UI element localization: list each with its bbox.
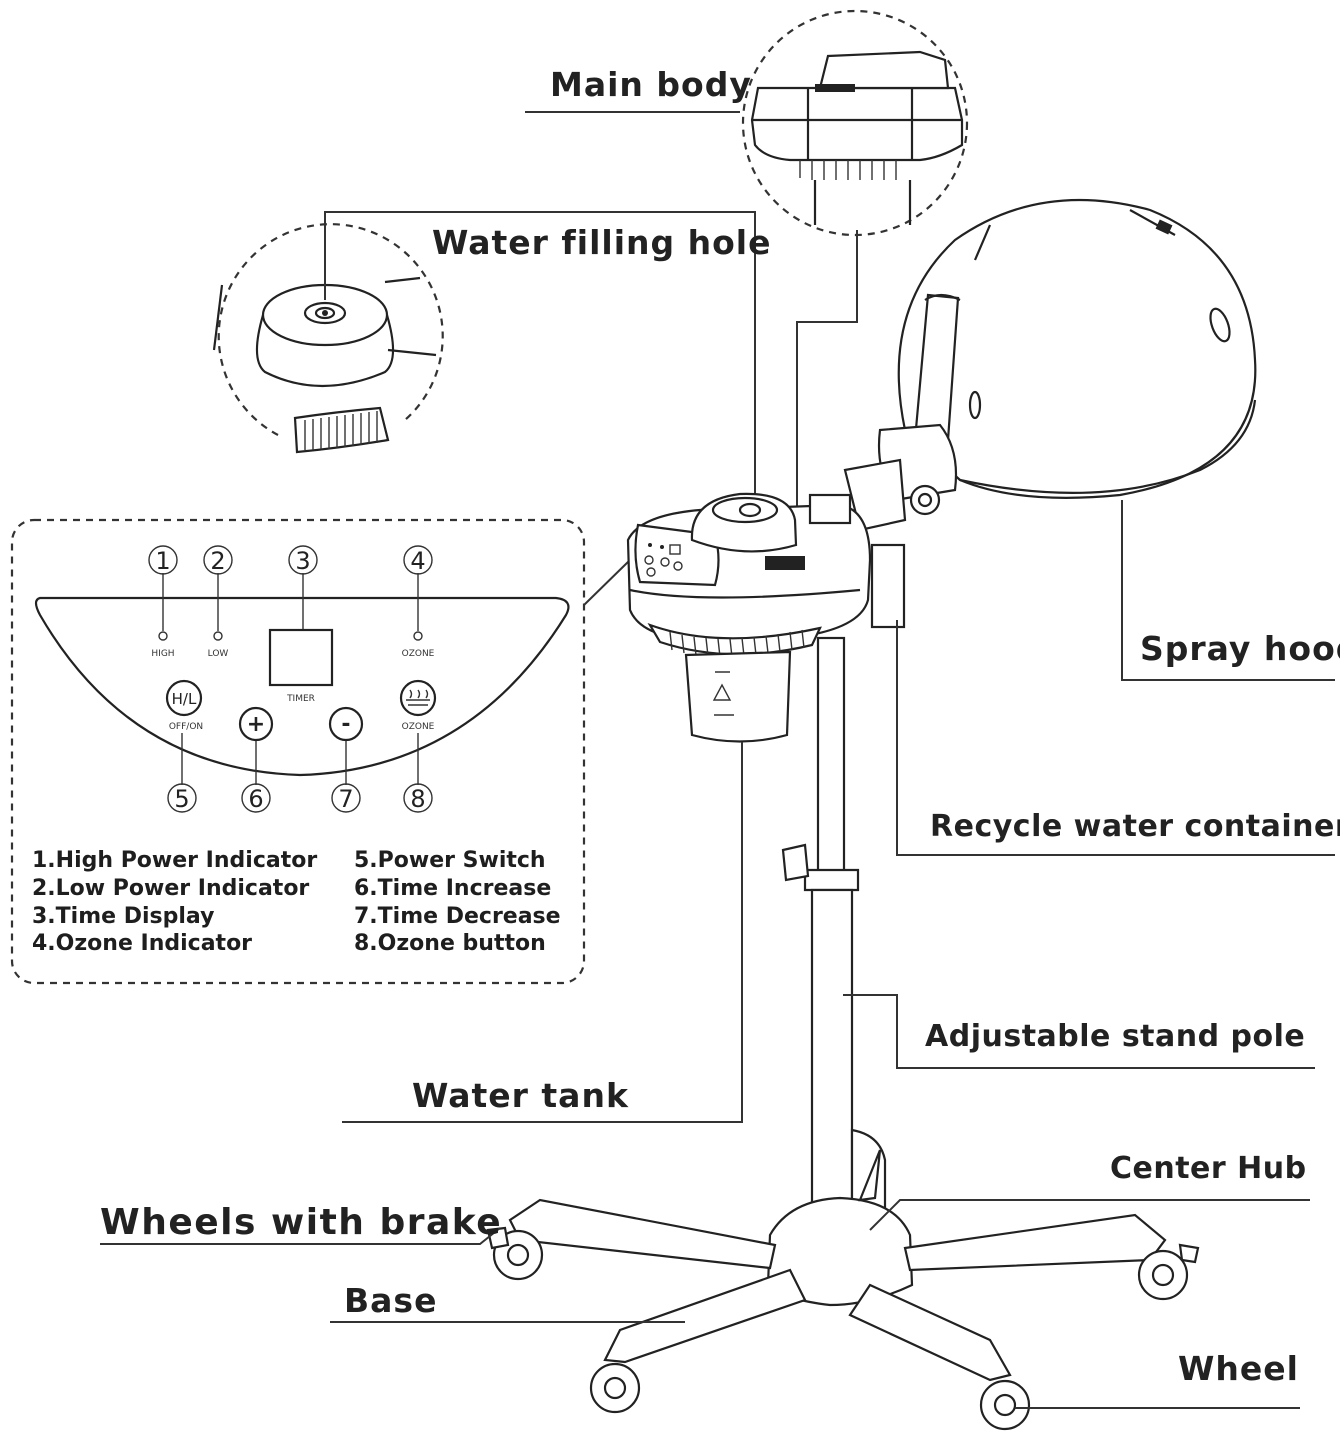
- low-led-label: LOW: [208, 649, 229, 659]
- label-wheel: Wheel: [1178, 1349, 1299, 1388]
- svg-text:5: 5: [174, 785, 189, 813]
- label-water-tank: Water tank: [412, 1076, 629, 1115]
- legend-item-4: 4.Ozone Indicator: [32, 931, 252, 956]
- label-adjustable-stand-pole: Adjustable stand pole: [925, 1019, 1305, 1054]
- legend-item-6: 6.Time Increase: [354, 876, 551, 901]
- callout-number-6: 6: [241, 783, 271, 813]
- legend-item-7: 7.Time Decrease: [354, 904, 561, 929]
- legend-item-8: 8.Ozone button: [354, 931, 546, 956]
- high-indicator-led: [158, 631, 168, 641]
- callout-number-3: 3: [288, 545, 318, 575]
- center-hub-leader: [869, 1199, 1310, 1231]
- control-panel-callout-border: [10, 518, 586, 985]
- off-on-label: OFF/ON: [169, 722, 203, 732]
- wheel-right-drawing: [1137, 1243, 1200, 1301]
- svg-text:6: 6: [248, 785, 263, 813]
- control-panel-outline: [34, 596, 570, 777]
- wheel-front-right-drawing: [979, 1379, 1031, 1431]
- label-center-hub: Center Hub: [1110, 1151, 1307, 1186]
- label-recycle-water-container: Recycle water container: [930, 809, 1340, 844]
- adjustable-stand-pole-leader: [843, 994, 1315, 1069]
- ozone-indicator-led: [413, 631, 423, 641]
- wheel-left-drawing: [486, 1226, 544, 1281]
- control-panel-detail: HIGH LOW OZONE TIMER H/L OFF/ON + - OZON…: [10, 518, 631, 985]
- panel-leader-line: [583, 559, 631, 606]
- recycle-water-container-drawing: [870, 543, 906, 629]
- stand-pole-drawing: [781, 636, 1315, 1222]
- power-switch-button: [165, 679, 203, 717]
- time-display: [268, 628, 334, 687]
- water-filling-hole-leader: [324, 211, 756, 500]
- legend-item-3: 3.Time Display: [32, 904, 214, 929]
- time-increase-button: [238, 706, 274, 742]
- panel-legend: 1.High Power Indicator 2.Low Power Indic…: [32, 848, 561, 956]
- svg-text:8: 8: [410, 785, 425, 813]
- wheel-front-left-drawing: [589, 1362, 641, 1414]
- power-switch-text: H/L: [172, 690, 197, 708]
- ozone-icon: [406, 689, 430, 706]
- callout-number-8: 8: [403, 783, 433, 813]
- wheels-with-brake-leader: [100, 1227, 501, 1245]
- label-water-filling-hole: Water filling hole: [432, 223, 771, 262]
- legend-item-5: 5.Power Switch: [354, 848, 546, 873]
- callout-number-7: 7: [331, 783, 361, 813]
- callout-number-5: 5: [167, 783, 197, 813]
- label-spray-hood: Spray hood: [1140, 629, 1340, 668]
- main-body-detail: [525, 9, 969, 560]
- timer-label: TIMER: [286, 694, 315, 704]
- recycle-water-container-leader: [896, 620, 1335, 856]
- callout-number-1: 1: [148, 545, 178, 575]
- svg-text:3: 3: [295, 547, 310, 575]
- legend-item-1: 1.High Power Indicator: [32, 848, 317, 873]
- label-base: Base: [344, 1281, 437, 1320]
- plus-sign: +: [247, 712, 265, 737]
- ozone-button: [399, 679, 437, 717]
- ozone-button-label: OZONE: [402, 722, 435, 732]
- base-drawing: [100, 620, 1335, 1431]
- label-main-body: Main body: [550, 65, 752, 104]
- callout-number-4: 4: [403, 545, 433, 575]
- water-tank-leader: [342, 742, 743, 1123]
- svg-text:1: 1: [155, 547, 170, 575]
- callout-number-2: 2: [203, 545, 233, 575]
- main-unit-drawing: [342, 492, 872, 1123]
- low-indicator-led: [213, 631, 223, 641]
- label-wheels-with-brake: Wheels with brake: [100, 1202, 502, 1243]
- time-decrease-button: [328, 706, 364, 742]
- spray-hood-leader: [1121, 500, 1335, 681]
- main-body-callout-border: [741, 9, 969, 237]
- main-body-leader: [796, 230, 858, 560]
- svg-text:7: 7: [338, 785, 353, 813]
- svg-text:4: 4: [410, 547, 425, 575]
- ozone-led-label: OZONE: [402, 649, 435, 659]
- svg-text:2: 2: [210, 547, 225, 575]
- minus-sign: -: [341, 712, 350, 737]
- high-led-label: HIGH: [151, 649, 174, 659]
- spray-hood-drawing: [843, 198, 1335, 681]
- water-filling-hole-detail: [212, 211, 756, 500]
- legend-item-2: 2.Low Power Indicator: [32, 876, 309, 901]
- water-tank-drawing: [684, 650, 792, 743]
